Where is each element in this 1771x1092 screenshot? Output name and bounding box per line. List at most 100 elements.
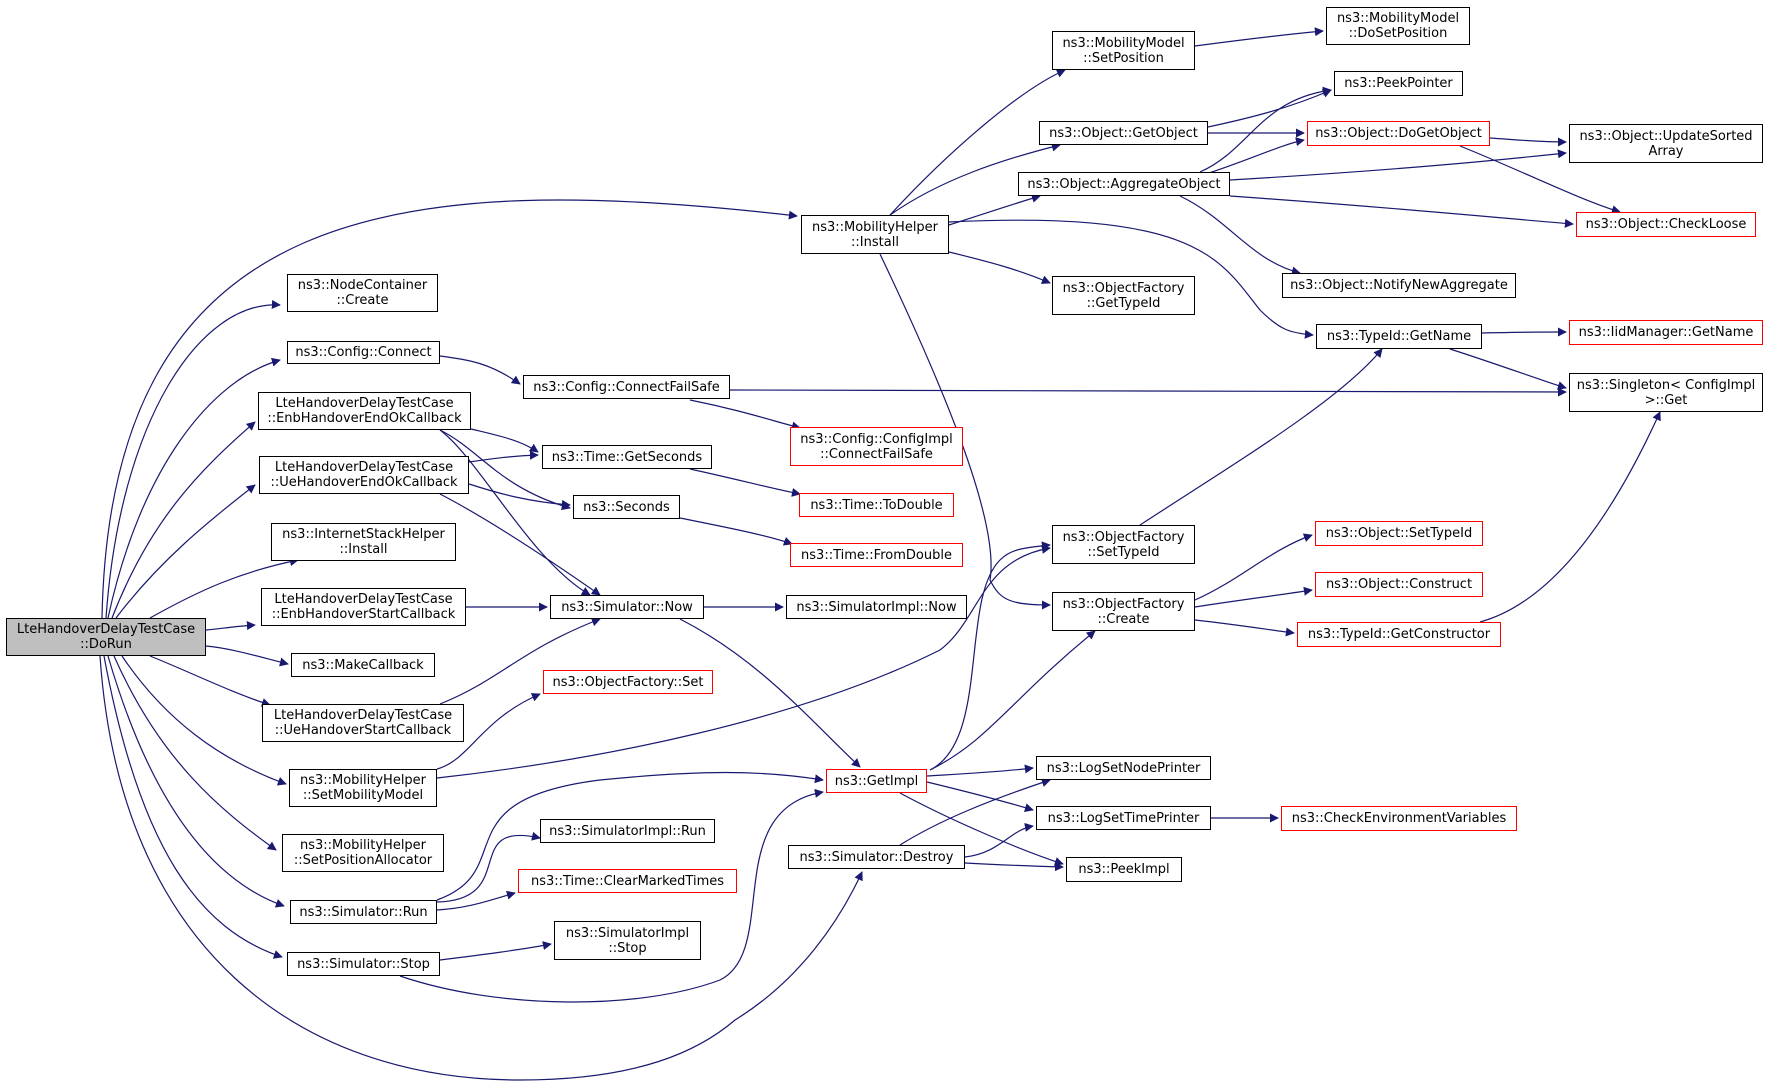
node-config-connectfailsafe[interactable]: ns3::Config::ConnectFailSafe bbox=[523, 375, 730, 399]
node-nodecontainer-create[interactable]: ns3::NodeContainer ::Create bbox=[287, 274, 438, 312]
call-edge bbox=[729, 387, 1567, 397]
node-typeid-getconstructor[interactable]: ns3::TypeId::GetConstructor bbox=[1297, 622, 1501, 647]
call-edge bbox=[689, 468, 801, 497]
node-line2: ::DoSetPosition bbox=[1348, 26, 1448, 41]
node-mobilityhelper-setpositionallocator[interactable]: ns3::MobilityHelper ::SetPositionAllocat… bbox=[282, 834, 444, 872]
node-peekpointer[interactable]: ns3::PeekPointer bbox=[1334, 71, 1463, 96]
node-enb-handover-end-ok-callback[interactable]: LteHandoverDelayTestCase ::EnbHandoverEn… bbox=[258, 392, 471, 430]
node-singleton-configimpl-get[interactable]: ns3::Singleton< ConfigImpl >::Get bbox=[1569, 373, 1763, 412]
call-edge bbox=[1194, 619, 1295, 637]
node-checkenvironmentvariables[interactable]: ns3::CheckEnvironmentVariables bbox=[1281, 806, 1517, 831]
node-object-updatesortedarray[interactable]: ns3::Object::UpdateSorted Array bbox=[1569, 124, 1763, 163]
node-simulatorimpl-now[interactable]: ns3::SimulatorImpl::Now bbox=[786, 595, 967, 619]
node-simulator-now[interactable]: ns3::Simulator::Now bbox=[550, 595, 704, 619]
node-mobilitymodel-dosetposition[interactable]: ns3::MobilityModel ::DoSetPosition bbox=[1326, 7, 1470, 45]
node-line1: ns3::ObjectFactory bbox=[1062, 529, 1185, 545]
call-edge bbox=[879, 253, 1051, 610]
node-line1: ns3::Simulator::Destroy bbox=[799, 849, 954, 865]
node-internetstackhelper-install[interactable]: ns3::InternetStackHelper ::Install bbox=[271, 523, 456, 561]
node-line1: ns3::NodeContainer bbox=[297, 278, 428, 293]
node-object-checkloose[interactable]: ns3::Object::CheckLoose bbox=[1576, 212, 1756, 237]
node-config-connect[interactable]: ns3::Config::Connect bbox=[287, 341, 440, 364]
call-edge bbox=[948, 251, 1051, 284]
node-line1: ns3::ObjectFactory bbox=[1062, 280, 1185, 296]
node-object-construct[interactable]: ns3::Object::Construct bbox=[1315, 572, 1483, 597]
node-getimpl[interactable]: ns3::GetImpl bbox=[826, 769, 927, 793]
node-objectfactory-gettypeid[interactable]: ns3::ObjectFactory ::GetTypeId bbox=[1052, 276, 1195, 315]
call-edge bbox=[107, 357, 281, 619]
node-simulator-run[interactable]: ns3::Simulator::Run bbox=[290, 900, 437, 924]
node-line1: LteHandoverDelayTestCase bbox=[273, 708, 453, 723]
call-edge bbox=[1479, 411, 1661, 623]
call-edge bbox=[689, 399, 801, 431]
call-edge bbox=[103, 655, 283, 959]
node-line1: ns3::Time::GetSeconds bbox=[551, 449, 703, 465]
node-line1: ns3::Object::CheckLoose bbox=[1585, 217, 1747, 232]
node-mobilityhelper-setmobilitymodel[interactable]: ns3::MobilityHelper ::SetMobilityModel bbox=[289, 769, 437, 807]
node-simulator-destroy[interactable]: ns3::Simulator::Destroy bbox=[788, 845, 965, 869]
node-configimpl-connectfailsafe[interactable]: ns3::Config::ConfigImpl ::ConnectFailSaf… bbox=[790, 427, 963, 466]
node-line2: ::GetTypeId bbox=[1086, 295, 1161, 311]
node-line1: ns3::Object::UpdateSorted bbox=[1579, 128, 1753, 144]
node-iidmanager-getname[interactable]: ns3::IidManager::GetName bbox=[1569, 320, 1763, 345]
node-objectfactory-settypeid[interactable]: ns3::ObjectFactory ::SetTypeId bbox=[1052, 525, 1195, 564]
node-dorun-line2: ::DoRun bbox=[80, 637, 132, 652]
node-seconds[interactable]: ns3::Seconds bbox=[573, 495, 680, 519]
node-line1: ns3::MobilityModel bbox=[1062, 35, 1185, 51]
node-line1: ns3::MobilityHelper bbox=[299, 773, 427, 788]
node-line1: ns3::Time::ToDouble bbox=[810, 497, 943, 513]
node-time-getseconds[interactable]: ns3::Time::GetSeconds bbox=[542, 445, 712, 469]
call-edge bbox=[929, 541, 1051, 771]
node-object-notifynewaggregate[interactable]: ns3::Object::NotifyNewAggregate bbox=[1282, 273, 1516, 298]
node-line2: ::Install bbox=[339, 542, 388, 557]
call-edge bbox=[99, 655, 863, 1081]
node-mobilitymodel-setposition[interactable]: ns3::MobilityModel ::SetPosition bbox=[1052, 31, 1195, 70]
node-simulatorimpl-stop[interactable]: ns3::SimulatorImpl ::Stop bbox=[554, 921, 701, 960]
node-line1: ns3::ObjectFactory::Set bbox=[552, 674, 704, 690]
node-line1: ns3::PeekImpl bbox=[1078, 862, 1170, 877]
node-logsettimeprinter[interactable]: ns3::LogSetTimePrinter bbox=[1036, 806, 1211, 830]
call-edge bbox=[899, 792, 1064, 866]
node-object-settypeid[interactable]: ns3::Object::SetTypeId bbox=[1315, 521, 1483, 546]
node-line2: ::Create bbox=[336, 293, 389, 308]
node-line1: ns3::GetImpl bbox=[834, 773, 919, 789]
node-line1: ns3::TypeId::GetConstructor bbox=[1307, 627, 1491, 642]
node-dorun[interactable]: LteHandoverDelayTestCase ::DoRun bbox=[6, 618, 206, 656]
call-edge bbox=[205, 621, 256, 631]
node-line2: ::UeHandoverEndOkCallback bbox=[270, 475, 458, 490]
node-makecallback[interactable]: ns3::MakeCallback bbox=[291, 653, 435, 677]
node-objectfactory-set[interactable]: ns3::ObjectFactory::Set bbox=[543, 670, 713, 694]
node-logsetnodeprinter[interactable]: ns3::LogSetNodePrinter bbox=[1036, 756, 1211, 780]
node-simulator-stop[interactable]: ns3::Simulator::Stop bbox=[287, 952, 440, 976]
call-edge bbox=[929, 630, 1096, 771]
node-peekimpl[interactable]: ns3::PeekImpl bbox=[1066, 857, 1182, 882]
node-typeid-getname[interactable]: ns3::TypeId::GetName bbox=[1316, 324, 1482, 349]
node-line2: ::ConnectFailSafe bbox=[820, 446, 933, 462]
node-object-aggregateobject[interactable]: ns3::Object::AggregateObject bbox=[1018, 172, 1230, 196]
node-line1: ns3::ObjectFactory bbox=[1062, 596, 1185, 612]
node-objectfactory-create[interactable]: ns3::ObjectFactory ::Create bbox=[1052, 592, 1195, 631]
node-enb-handover-start-callback[interactable]: LteHandoverDelayTestCase ::EnbHandoverSt… bbox=[261, 588, 466, 626]
node-ue-handover-start-callback[interactable]: LteHandoverDelayTestCase ::UeHandoverSta… bbox=[262, 704, 464, 742]
call-edge bbox=[1229, 195, 1574, 228]
node-time-fromdouble[interactable]: ns3::Time::FromDouble bbox=[790, 543, 963, 567]
node-mobilityhelper-install[interactable]: ns3::MobilityHelper ::Install bbox=[801, 215, 949, 254]
node-ue-handover-end-ok-callback[interactable]: LteHandoverDelayTestCase ::UeHandoverEnd… bbox=[259, 456, 469, 494]
call-edge bbox=[399, 788, 824, 1003]
node-time-todouble[interactable]: ns3::Time::ToDouble bbox=[799, 493, 954, 517]
node-simulatorimpl-run[interactable]: ns3::SimulatorImpl::Run bbox=[540, 819, 715, 843]
node-line1: ns3::PeekPointer bbox=[1344, 76, 1453, 91]
node-object-getobject[interactable]: ns3::Object::GetObject bbox=[1039, 121, 1208, 145]
node-time-clearmarkedtimes[interactable]: ns3::Time::ClearMarkedTimes bbox=[518, 869, 737, 893]
node-object-dogetobject[interactable]: ns3::Object::DoGetObject bbox=[1307, 121, 1490, 146]
node-line1: ns3::Config::ConfigImpl bbox=[800, 431, 953, 447]
call-edge bbox=[111, 421, 256, 619]
call-edge bbox=[889, 69, 1066, 216]
node-line1: ns3::MobilityModel bbox=[1336, 11, 1460, 26]
call-edge bbox=[149, 557, 299, 619]
node-line1: ns3::Object::AggregateObject bbox=[1027, 176, 1221, 192]
node-line1: ns3::LogSetNodePrinter bbox=[1046, 760, 1201, 776]
node-line2: >::Get bbox=[1644, 392, 1688, 408]
call-edge bbox=[1199, 137, 1305, 177]
